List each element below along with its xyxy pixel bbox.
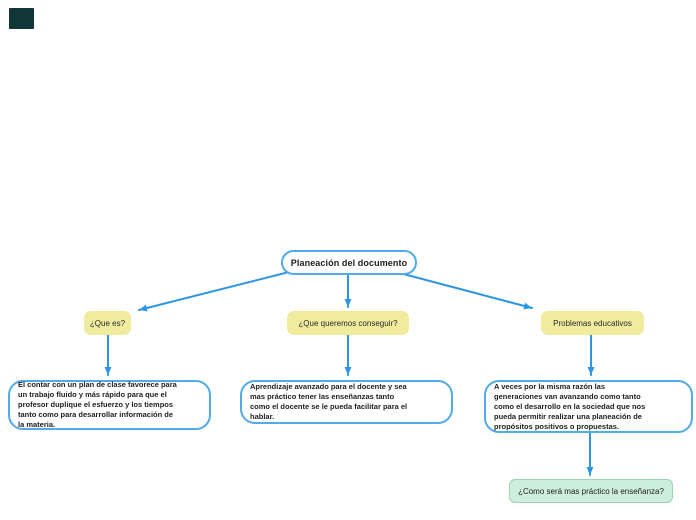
detail-text: A veces por la misma razón las generacio… xyxy=(494,381,646,431)
root-topic-node[interactable]: Planeación del documento xyxy=(281,250,417,275)
topic-node-problemas-educativos[interactable]: Problemas educativos xyxy=(541,311,644,335)
connector-root-to-problemas xyxy=(391,270,533,310)
detail-box-que-queremos-conseguir[interactable]: Aprendizaje avanzado para el docente y s… xyxy=(240,380,453,424)
topic-label: Problemas educativos xyxy=(553,318,632,328)
topic-node-que-es[interactable]: ¿Que es? xyxy=(84,311,131,335)
connector-root-to-que-es xyxy=(138,269,298,312)
topic-node-que-queremos-conseguir[interactable]: ¿Que queremos conseguir? xyxy=(287,311,409,335)
corner-dark-block xyxy=(9,8,34,29)
subtopic-node-ensenanza[interactable]: ¿Como será mas práctico la enseñanza? xyxy=(509,479,673,503)
root-topic-label: Planeación del documento xyxy=(290,257,408,268)
detail-text: El contar con un plan de clase favorece … xyxy=(18,380,177,429)
topic-label: ¿Que queremos conseguir? xyxy=(298,318,398,328)
topic-label: ¿Que es? xyxy=(89,318,126,328)
detail-text: Aprendizaje avanzado para el docente y s… xyxy=(250,382,408,421)
subtopic-label: ¿Como será mas práctico la enseñanza? xyxy=(518,486,664,496)
detail-box-problemas-educativos[interactable]: A veces por la misma razón las generacio… xyxy=(484,380,693,433)
detail-box-que-es[interactable]: El contar con un plan de clase favorece … xyxy=(8,380,211,430)
